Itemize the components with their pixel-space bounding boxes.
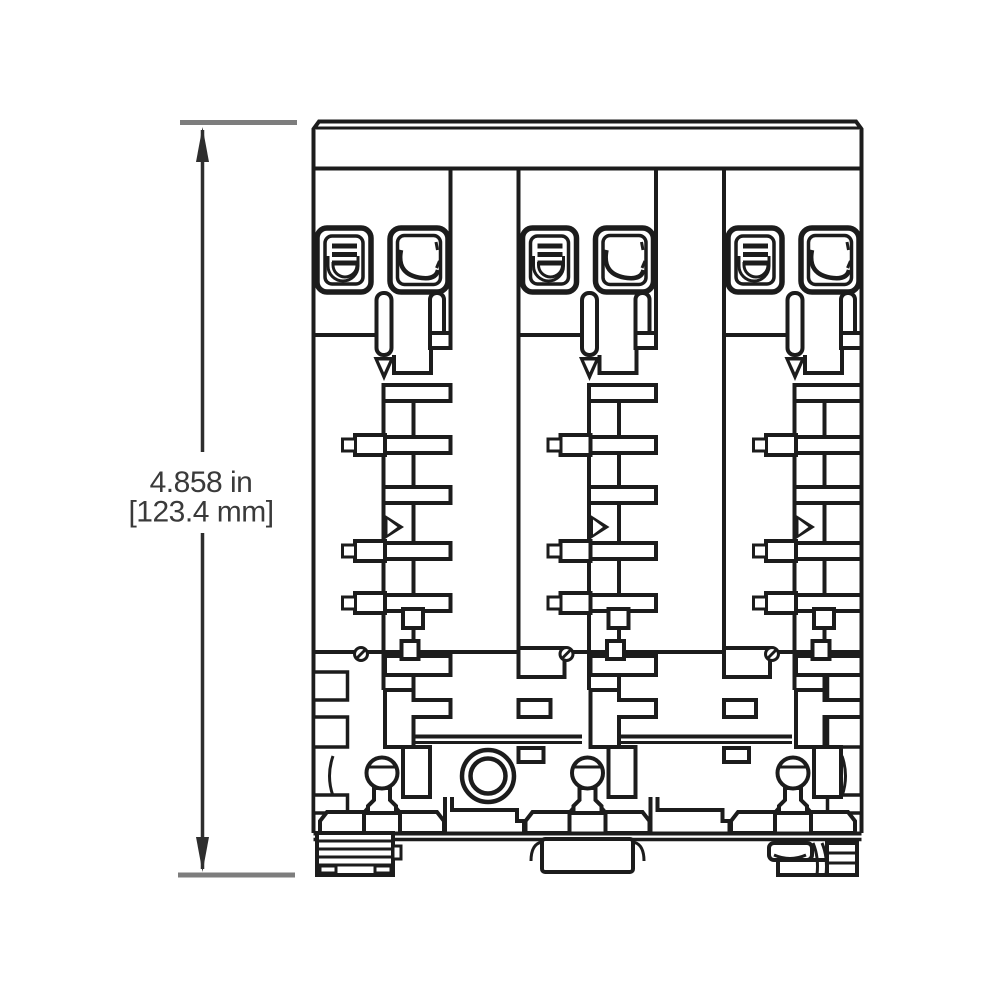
extension-line-top [180, 120, 297, 125]
dimension-value-millimeters: [123.4 mm] [128, 496, 273, 529]
edge-arc [328, 755, 335, 797]
foot-lower-block [776, 858, 829, 877]
clip-curve [811, 842, 819, 876]
din-foot-left [315, 831, 403, 877]
arrow-down-icon [196, 837, 209, 872]
dimension-value-inches: 4.858 in [150, 466, 253, 499]
din-foot-center-block [540, 837, 635, 874]
gap-column-1 [443, 646, 567, 835]
edge-notch [825, 715, 864, 749]
foot-right-block [825, 841, 859, 877]
extension-line-bottom [178, 872, 295, 878]
foot-nub [391, 844, 403, 861]
gap-column-2 [648, 646, 772, 835]
mounting-hole-inner [468, 756, 508, 796]
arrow-up-icon [196, 127, 209, 162]
dimension-annotation: 4.858 in [123.4 mm] [128, 120, 297, 878]
foot-end-tab [373, 864, 393, 875]
din-foot-right [767, 841, 859, 877]
edge-arc [840, 755, 847, 797]
edge-notch [311, 715, 350, 749]
foot-ear-arc [529, 840, 543, 862]
din-foot-center [529, 837, 646, 874]
foot-ear-arc [632, 840, 646, 862]
device-rear-view [311, 119, 864, 877]
foot-end-tab [318, 864, 338, 875]
edge-notch [311, 670, 350, 702]
